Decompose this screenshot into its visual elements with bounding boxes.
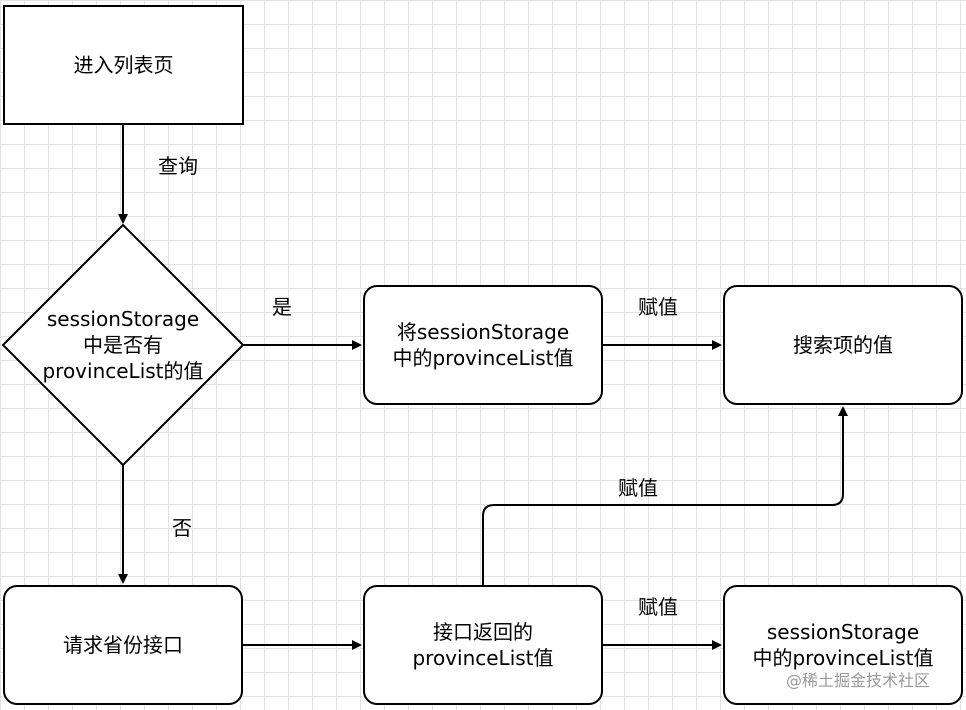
decision-line-3: provinceList的值 — [42, 359, 204, 383]
watermark: @稀土掘金技术社区 — [786, 671, 931, 690]
edge-label-assign-middle: 赋值 — [618, 476, 658, 500]
api-return-line-1: 接口返回的 — [433, 620, 533, 644]
node-search-value-label: 搜索项的值 — [793, 333, 893, 357]
node-enter-list-page-label: 进入列表页 — [73, 53, 174, 77]
node-decision-label: sessionStorage 中是否有 provinceList的值 — [23, 306, 223, 384]
node-request-province-label: 请求省份接口 — [63, 633, 183, 657]
edge-api-return-to-search — [482, 406, 848, 585]
session-value-line-1: sessionStorage — [766, 620, 920, 644]
node-api-return: 接口返回的 provinceList值 — [363, 585, 603, 705]
node-take-session-value: 将sessionStorage 中的provinceList值 — [363, 285, 603, 405]
decision-line-2: 中是否有 — [83, 333, 163, 357]
node-request-province: 请求省份接口 — [3, 585, 243, 705]
edge-label-assign-top: 赋值 — [638, 295, 678, 319]
edge-label-assign-bottom: 赋值 — [638, 595, 678, 619]
node-enter-list-page: 进入列表页 — [3, 5, 244, 125]
node-session-value: sessionStorage 中的provinceList值 — [723, 585, 963, 705]
edge-label-query: 查询 — [158, 154, 198, 178]
edge-label-no: 否 — [172, 516, 192, 540]
edge-label-yes: 是 — [272, 295, 292, 319]
session-value-line-2: 中的provinceList值 — [752, 646, 934, 670]
node-search-value: 搜索项的值 — [723, 285, 963, 405]
decision-line-1: sessionStorage — [46, 307, 200, 331]
take-session-line-2: 中的provinceList值 — [392, 346, 574, 370]
take-session-line-1: 将sessionStorage — [396, 320, 570, 344]
api-return-line-2: provinceList值 — [412, 646, 554, 670]
